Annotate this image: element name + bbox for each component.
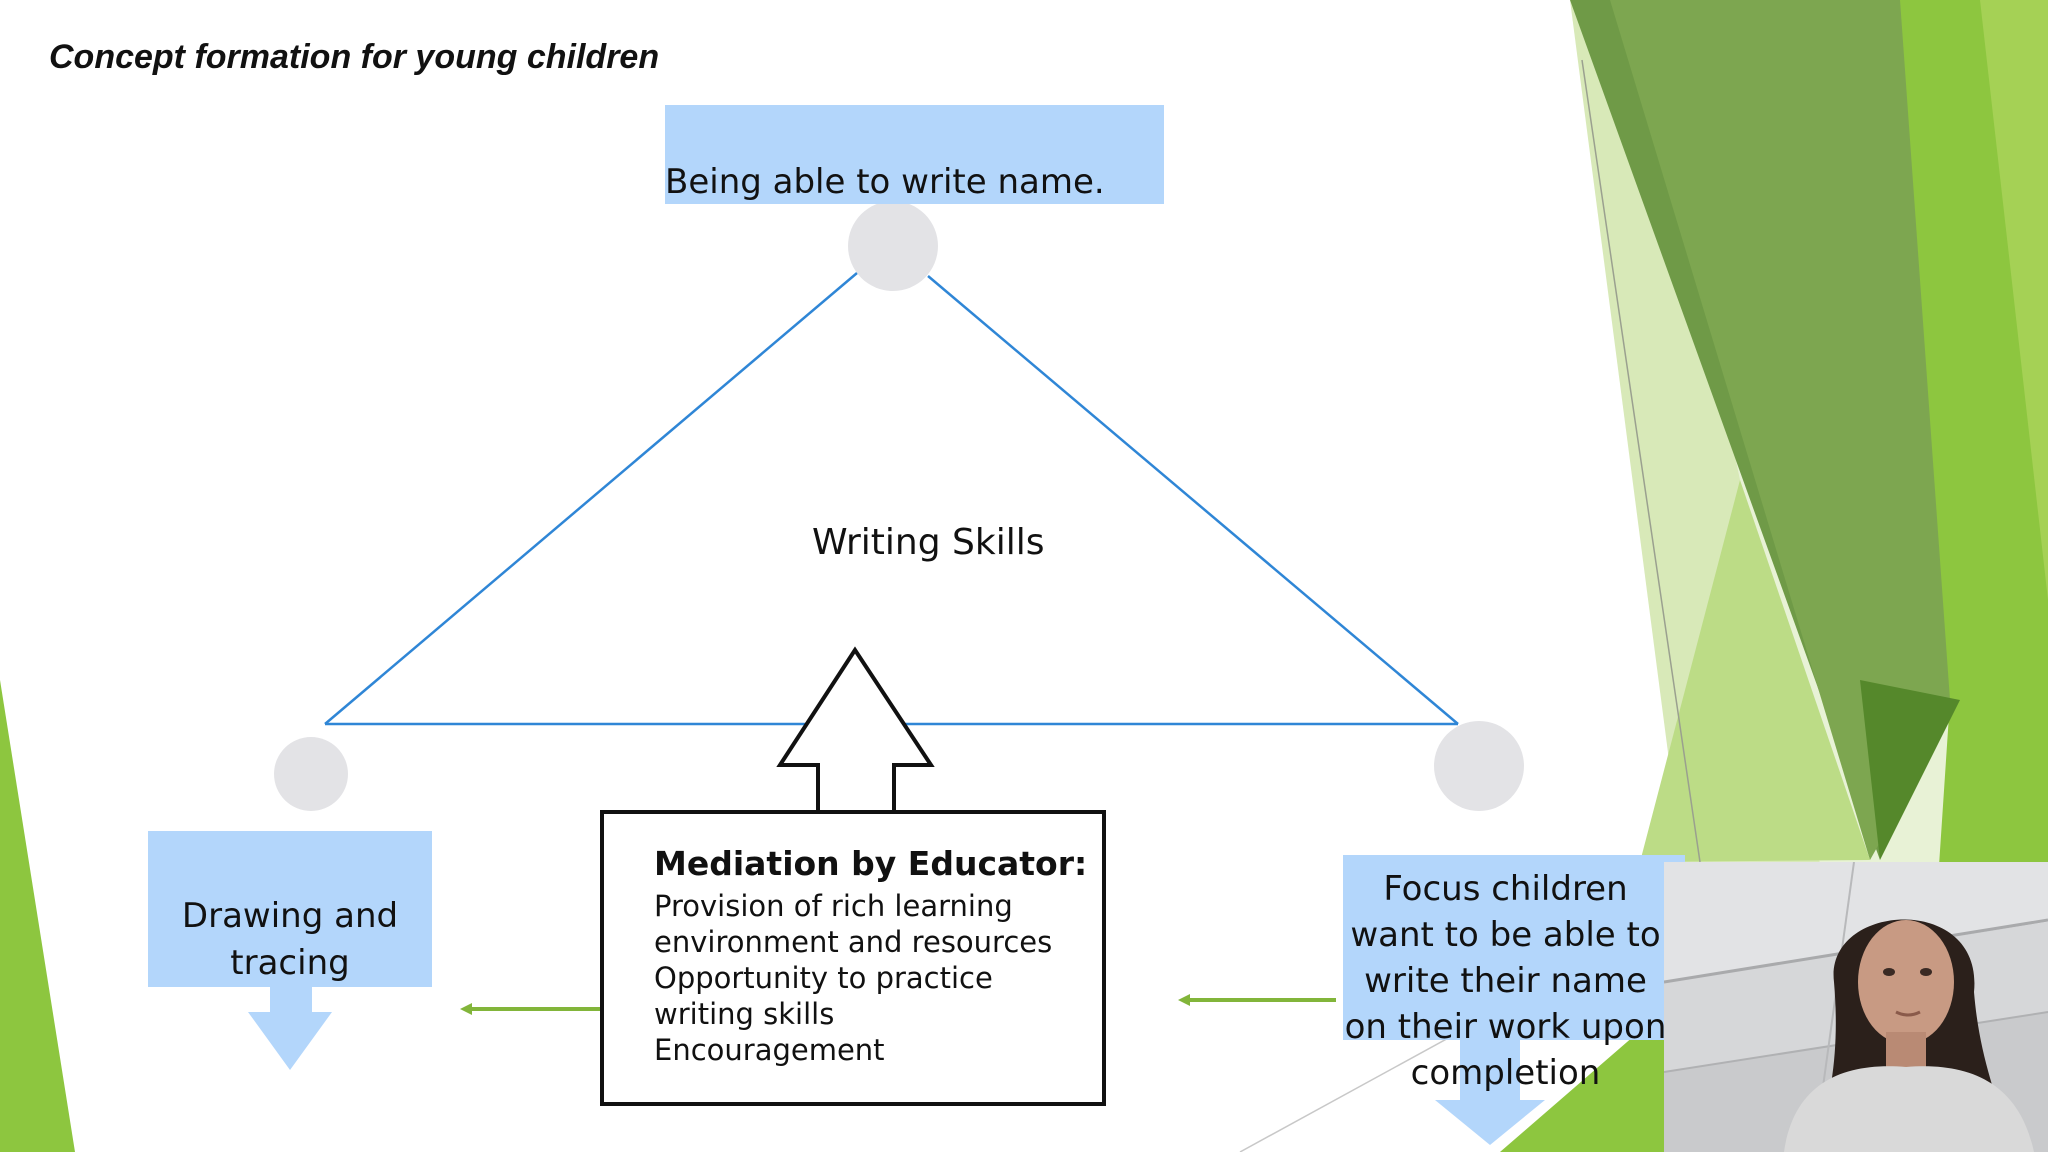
presenter-video-frame [1664, 862, 2048, 1152]
left-label-box: Drawing and tracing [148, 831, 432, 987]
mediation-item: Encouragement [654, 1033, 885, 1067]
slide-title: Concept formation for young children [49, 38, 660, 76]
mediation-title: Mediation by Educator: [654, 844, 1088, 883]
green-arrow-left-head [460, 1003, 472, 1015]
green-arrow-right-head [1178, 994, 1190, 1006]
bottom-green-wedge [1500, 1010, 1664, 1152]
mediation-box: Mediation by Educator: Provision of rich… [600, 810, 1106, 1106]
thin-line-1 [1581, 59, 1701, 863]
top-label: Being able to write name. [665, 162, 1105, 202]
webcam-video [1664, 862, 2048, 1152]
top-label-box: Being able to write name. [665, 105, 1164, 204]
up-arrow [776, 646, 935, 814]
center-label: Writing Skills [812, 522, 1045, 563]
node-circle-left [274, 737, 348, 811]
node-circle-top [848, 201, 938, 291]
right-down-arrow [1435, 1040, 1545, 1145]
triangle-right-edge [927, 275, 1459, 725]
left-green-sliver [0, 680, 75, 1152]
mediation-item: environment and resources [654, 925, 1053, 959]
right-facet-lime [1980, 0, 2048, 600]
right-facet-mid [1610, 0, 1960, 860]
left-label: Drawing and tracing [181, 896, 399, 983]
triangle-left-edge [324, 272, 858, 725]
right-facet-deep [1860, 680, 1960, 860]
mediation-item: Provision of rich learning [654, 889, 1013, 923]
node-circle-right [1434, 721, 1524, 811]
mediation-list: Provision of rich learning environment a… [654, 888, 1052, 1068]
left-down-arrow [248, 987, 332, 1070]
right-label: Focus children want to be able to write … [1344, 869, 1667, 1093]
right-facet-soft [1640, 480, 1870, 862]
right-label-box [1343, 855, 1685, 1040]
mediation-item: Opportunity to practice [654, 961, 993, 995]
mediation-item: writing skills [654, 997, 835, 1031]
